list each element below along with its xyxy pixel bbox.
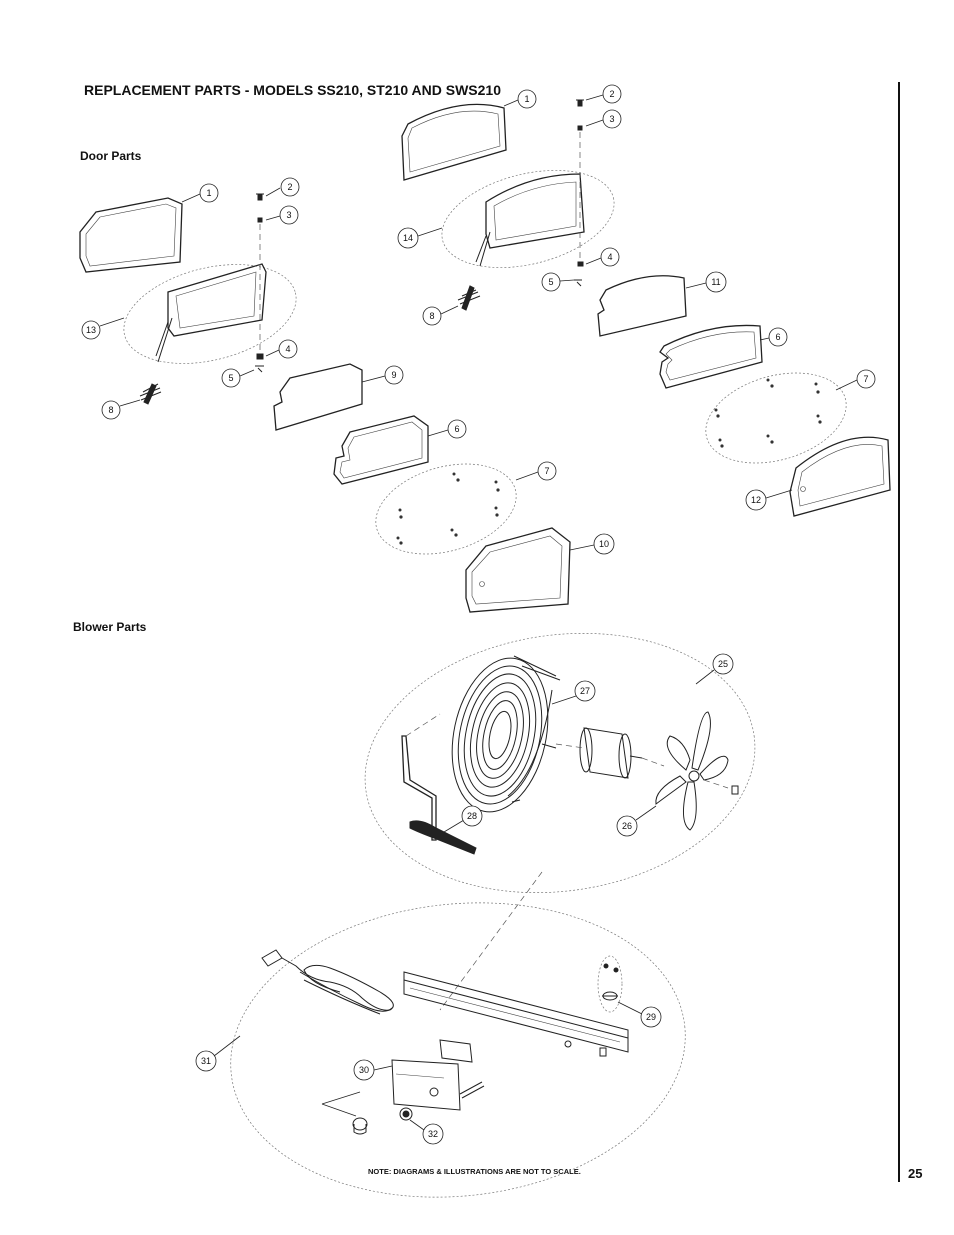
door-parts-heading: Door Parts: [80, 149, 142, 163]
callout-left-8: 8: [108, 405, 113, 415]
callout-right-4: 4: [607, 252, 612, 262]
callout-blower-29: 29: [646, 1012, 656, 1022]
callout-right-11: 11: [711, 277, 720, 287]
right-door-screws: [574, 99, 584, 287]
right-door-glass: [789, 436, 891, 517]
callout-left-9: 9: [391, 370, 396, 380]
fan-blade: [655, 711, 739, 831]
left-door-plate: [273, 363, 363, 431]
right-handle-spring: [457, 285, 481, 311]
right-door-gasket: [659, 324, 763, 389]
callout-right-5: 5: [548, 277, 553, 287]
left-door-assembly: [79, 193, 571, 613]
callout-left-7: 7: [544, 466, 549, 476]
left-handle-spring: [139, 383, 162, 405]
power-cord: [261, 949, 394, 1015]
control-knob: [352, 1117, 368, 1135]
callout-left-1: 1: [206, 188, 211, 198]
callout-blower-30: 30: [359, 1065, 369, 1075]
callout-left-2: 2: [287, 182, 292, 192]
left-door-frame: [167, 263, 267, 337]
callout-right-14: 14: [403, 233, 413, 243]
page-number: 25: [908, 1166, 923, 1181]
callout-right-8: 8: [429, 311, 434, 321]
callout-left-10: 10: [599, 539, 609, 549]
callout-blower-25: 25: [718, 659, 728, 669]
right-door-frame: [485, 173, 585, 249]
blower-motor: [555, 727, 665, 779]
left-door-screws: [255, 193, 264, 373]
callout-blower-26: 26: [622, 821, 632, 831]
blower-bracket: [401, 713, 477, 855]
strain-relief-bushing: [399, 1107, 413, 1121]
callout-blower-28: 28: [467, 811, 477, 821]
right-door-plate: [597, 275, 687, 337]
callout-left-3: 3: [286, 210, 291, 220]
callout-markers: 1 2 3 13 4 5 8 9 6: [81, 84, 876, 1145]
callout-blower-31: 31: [201, 1056, 211, 1066]
callout-right-7: 7: [863, 374, 868, 384]
page-title: REPLACEMENT PARTS - MODELS SS210, ST210 …: [84, 82, 501, 98]
callout-right-3: 3: [609, 114, 614, 124]
blower-rail: [403, 971, 629, 1057]
fan-guard: [451, 655, 561, 813]
callout-right-12: 12: [751, 495, 761, 505]
snap-switch: [597, 955, 623, 1013]
callout-right-2: 2: [609, 89, 614, 99]
blower-parts-heading: Blower Parts: [73, 620, 147, 634]
right-glass-clips: [705, 372, 847, 464]
callout-right-1: 1: [524, 94, 529, 104]
right-door-assembly: [401, 99, 891, 517]
callout-left-13: 13: [86, 325, 96, 335]
callout-right-6: 6: [775, 332, 780, 342]
left-door-glass: [465, 527, 571, 613]
callout-blower-27: 27: [580, 686, 590, 696]
callout-blower-32: 32: [428, 1129, 438, 1139]
left-glass-clips: [375, 463, 517, 555]
left-door-gasket: [333, 415, 429, 485]
rheostat-plate: [321, 1039, 485, 1117]
blower-assembly: [230, 632, 756, 1198]
scale-note: NOTE: DIAGRAMS & ILLUSTRATIONS ARE NOT T…: [368, 1167, 581, 1176]
left-glass-gasket: [79, 197, 183, 273]
callout-left-5: 5: [228, 373, 233, 383]
callout-left-4: 4: [285, 344, 290, 354]
page-edge-rule: [898, 82, 900, 1182]
callout-left-6: 6: [454, 424, 459, 434]
right-glass-gasket: [401, 103, 507, 181]
